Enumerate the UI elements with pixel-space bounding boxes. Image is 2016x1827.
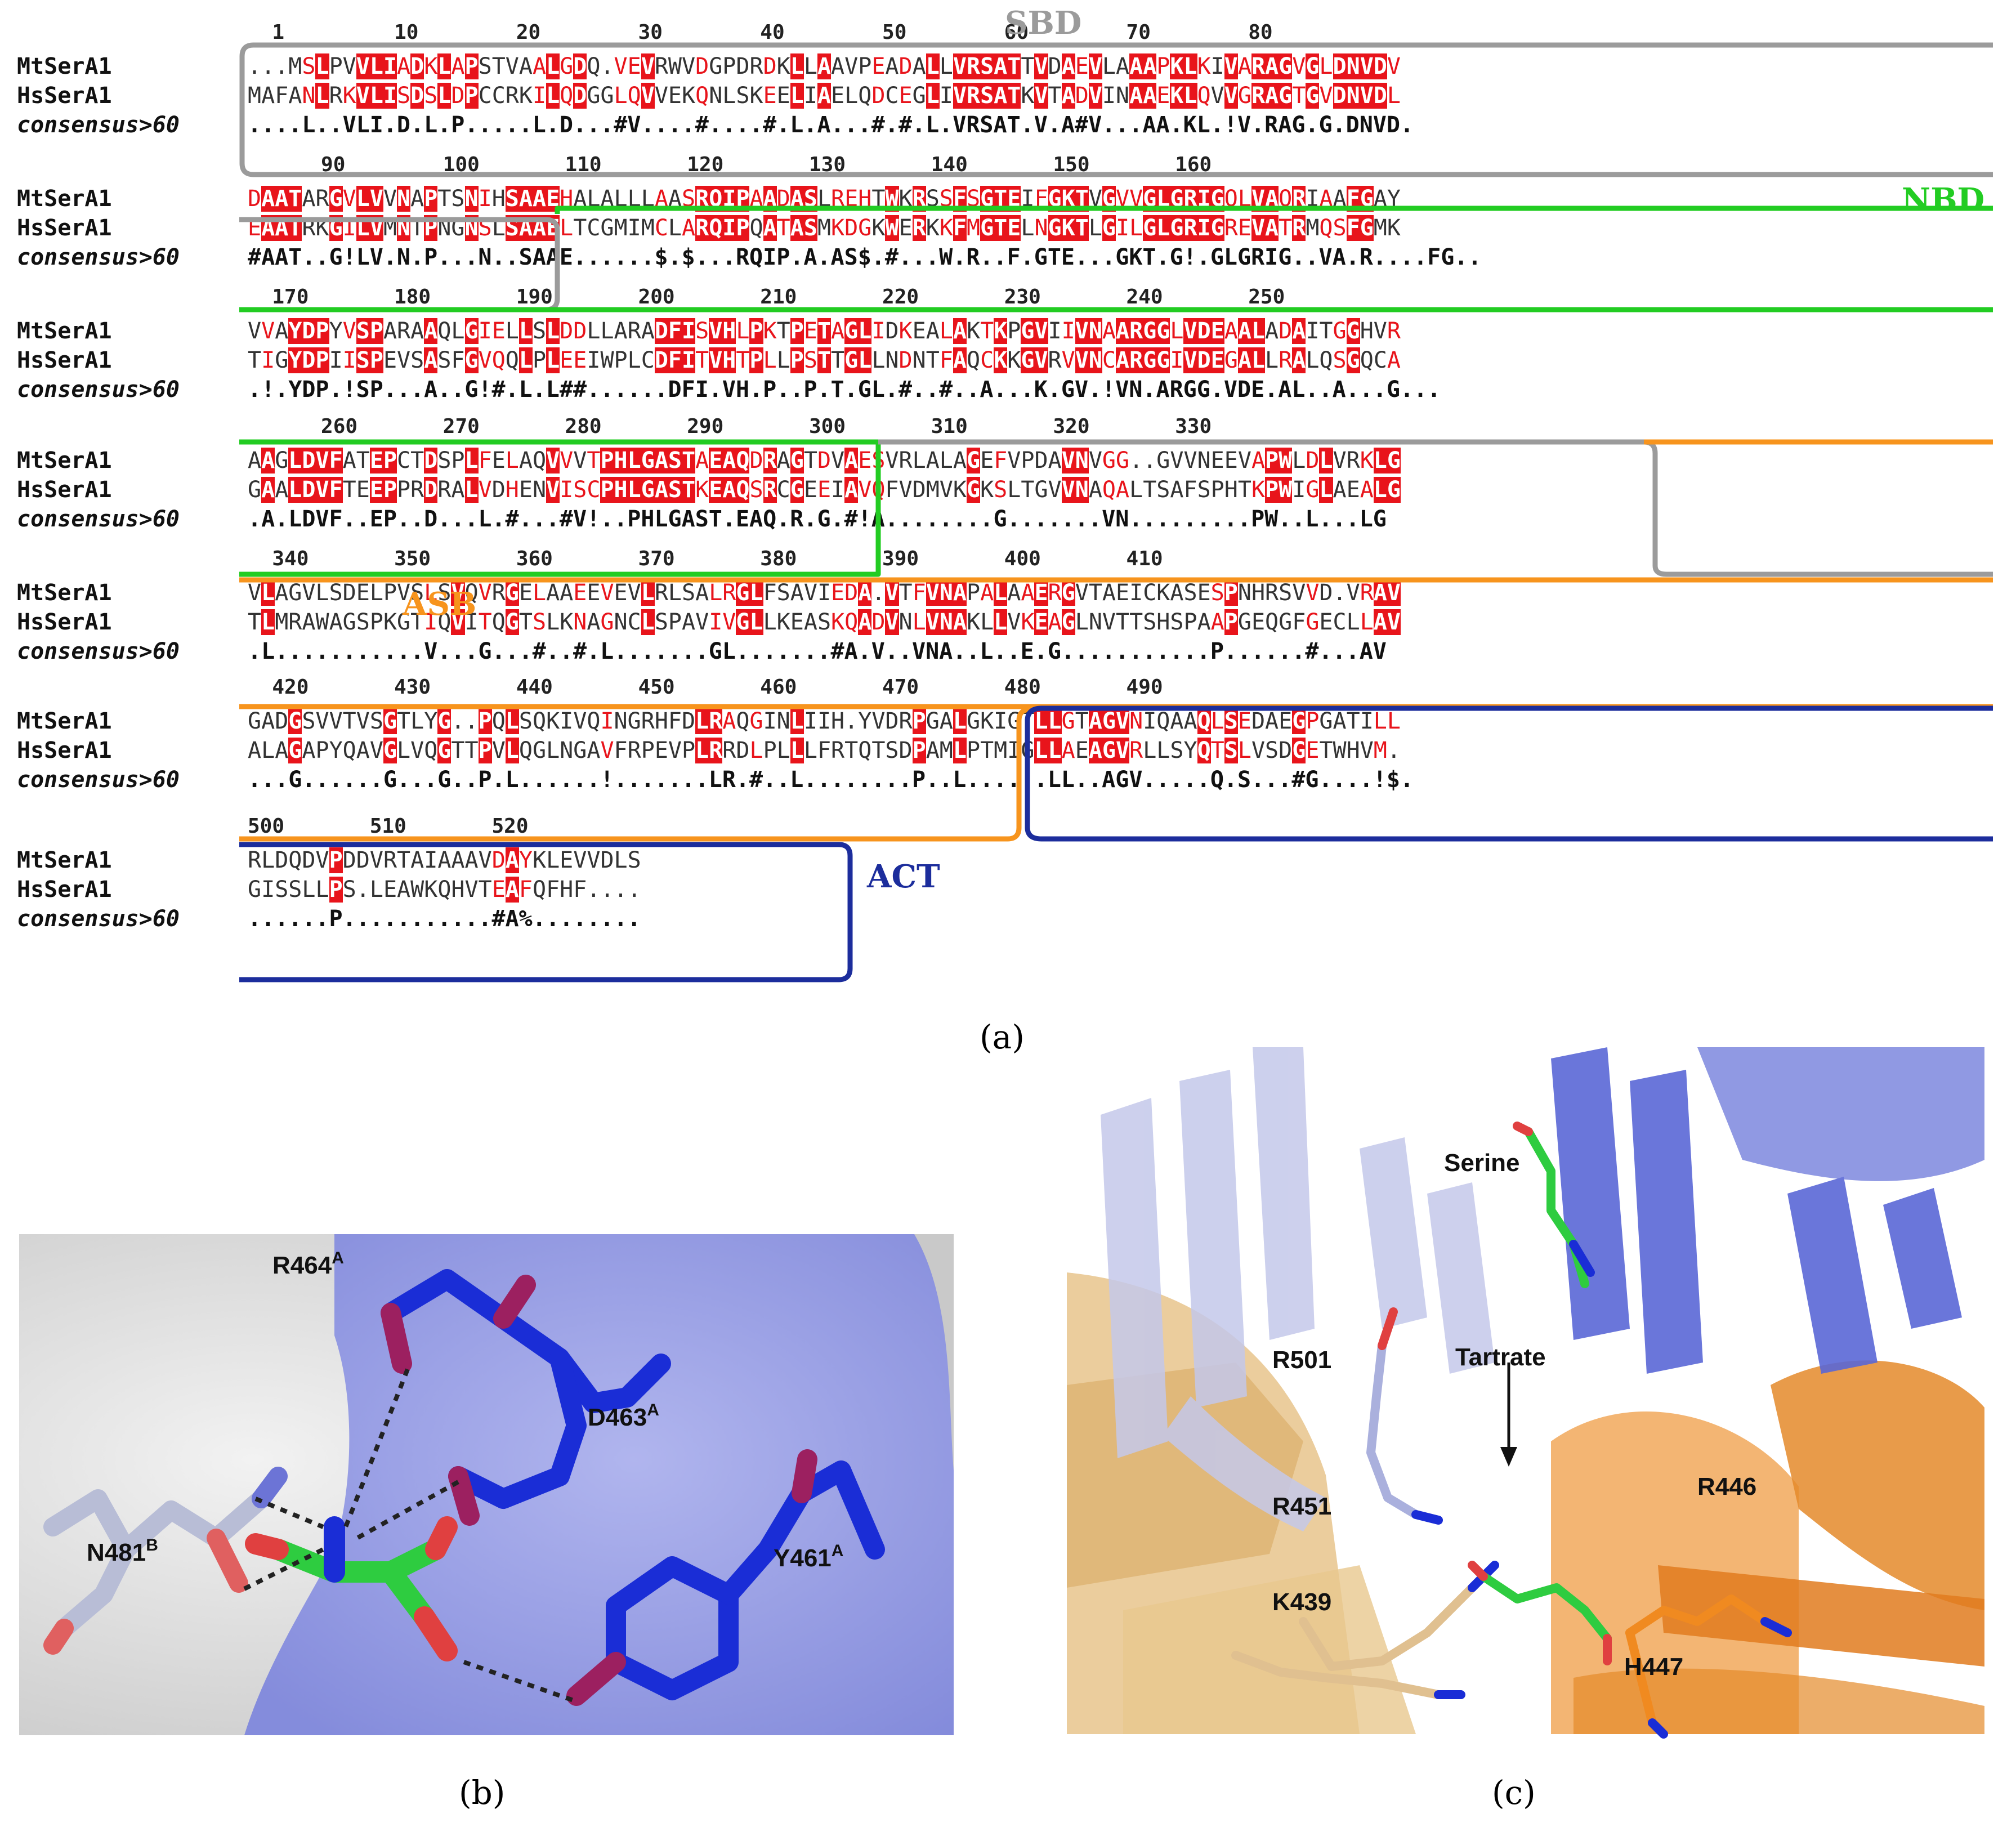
sequence-hs: TLMRAWAGSPKGTIQVITQGTSLKNAGNCLSPAVIVGLLK… [248,609,1401,635]
sbd-box-mid [239,217,560,312]
asb-box-lower [239,707,1031,842]
row-label-mt: MtSerA1 [17,53,112,79]
r451-label: R451 [1272,1493,1331,1520]
sbd-box-lower [878,439,1993,577]
act-box-top [1025,705,1993,842]
sequence-hs: GAALDVFTEEPPRDRALVDHENVISCPHLGASTKEAQSRC… [248,477,1401,503]
lavender-cartoon [1101,1047,1495,1531]
sequence-mt: AAGLDVFATEPCTDSPLFELAQVVVTPHLGASTAEAQDRA… [248,448,1401,473]
sequence-cons: .A.LDVF..EP..D...L.#...#V!..PHLGAST.EAQ.… [248,506,1387,532]
sbd-domain-label: SBD [1005,5,1082,42]
row-label-cons: consensus>60 [17,244,180,270]
row-label-hs: HsSerA1 [17,877,112,903]
position-ticks: 170 180 190 200 210 220 230 240 250 [248,285,1285,309]
row-label-hs: HsSerA1 [17,477,112,503]
sequence-mt: ...MSLPVVLIADKLAPSTVAALGDQ.VEVRWVDGPDRDK… [248,53,1401,79]
sequence-mt: VVAYDPYVSPARAAQLGIELLSLDDLLARADFISVHLPKT… [248,318,1401,344]
row-label-cons: consensus>60 [17,377,180,403]
sequence-cons: ....L..VLI.D.L.P.....L.D...#V....#....#.… [248,112,1414,138]
row-label-mt: MtSerA1 [17,847,112,873]
blue-residues [381,1269,885,1706]
nbd-domain-label: NBD [1902,181,1985,218]
row-label-cons: consensus>60 [17,906,180,932]
panel-b-structure: R464A D463A Y461A N481B [19,1234,954,1735]
row-label-cons: consensus>60 [17,638,180,664]
row-label-hs: HsSerA1 [17,83,112,109]
k439-label: K439 [1272,1588,1331,1616]
blue-cartoon [1551,1047,1984,1374]
r501-label: R501 [1272,1346,1331,1374]
position-ticks: 1 10 20 30 40 50 60 70 80 [248,21,1273,44]
nbd-box-bottom [239,439,881,577]
asb-box [239,577,1993,709]
row-label-hs: HsSerA1 [17,738,112,763]
caption-a: (a) [980,1018,1025,1056]
sequence-cons: ...G......G...G..P.L......!.......LR.#..… [248,767,1414,793]
sbd-box-top [239,42,1993,177]
residue-sticks [1231,1122,1792,1739]
row-label-hs: HsSerA1 [17,609,112,635]
row-label-mt: MtSerA1 [17,448,112,473]
domain-boxes [239,42,1993,982]
nbd-box [239,206,1993,312]
act-box-bottom [239,842,853,982]
position-ticks: 340 350 360 370 380 390 400 410 [248,547,1163,570]
row-label-mt: MtSerA1 [17,186,112,212]
sequence-mt: RLDQDVPDDVRTAIAAAVDAYKLEVVDLS [248,847,641,873]
asb-domain-label: ASB [403,586,477,623]
sequence-cons: ......P...........#A%........ [248,906,641,932]
panel-c-structure: Serine R501 Tartrate R451 R446 K439 H447 [1067,1047,1984,1739]
r446-label: R446 [1697,1473,1756,1500]
sequence-hs: MAFANLRKVLISDSLDPCCRKILQDGGLQVVEKQNLSKEE… [248,83,1401,109]
sequence-cons: .!.YDP.!SP...A..G!#.L.L##......DFI.VH.P.… [248,377,1441,403]
row-label-cons: consensus>60 [17,767,180,793]
n481-residue [43,1467,288,1655]
position-ticks: 260 270 280 290 300 310 320 330 [248,415,1212,438]
row-label-hs: HsSerA1 [17,347,112,373]
sequence-cons: .L...........V...G...#..#.L.......GL....… [248,638,1387,664]
position-ticks: 500 510 520 [248,815,529,838]
sequence-hs: GISSLLPS.LEAWKQHVTEAFQFHF.... [248,877,641,903]
tartrate-arrow [1500,1363,1517,1467]
sequence-hs: TIGYDPIISPEVSASFGVQQLPLEEIWPLCDFITVHTPLL… [248,347,1401,373]
serine-ligand [245,1516,458,1661]
sequence-mt: GADGSVVTVSGTLYG..PQLSQKIVQINGRHFDLRAQGIN… [248,708,1401,734]
tartrate-label: Tartrate [1455,1343,1546,1371]
hbonds [243,1368,578,1704]
position-ticks: 420 430 440 450 460 470 480 490 [248,676,1163,699]
r464-label: R464A [272,1249,344,1279]
sequence-cons: #AAT..G!LV.N.P...N..SAAE......$.$...RQIP… [248,244,1482,270]
y461-label: Y461A [774,1542,843,1572]
row-label-cons: consensus>60 [17,506,180,532]
row-label-mt: MtSerA1 [17,580,112,606]
row-label-hs: HsSerA1 [17,215,112,241]
sequence-mt: VLAGVLSDELPVSLSVQVRGELAAEEVEVLRLSALRGLFS… [248,580,1401,606]
sequence-hs: EAATRKGILVMNTPNGNSLSAAELTCGMIMCLARQIPQAT… [248,215,1401,241]
h447-label: H447 [1624,1653,1683,1681]
n481-label: N481B [87,1536,158,1566]
row-label-mt: MtSerA1 [17,708,112,734]
serine-label: Serine [1444,1149,1520,1177]
d463-label: D463A [588,1401,659,1431]
caption-b: (b) [459,1774,506,1812]
row-label-cons: consensus>60 [17,112,180,138]
act-domain-label: ACT [867,858,940,895]
row-label-mt: MtSerA1 [17,318,112,344]
caption-c: (c) [1492,1774,1536,1812]
